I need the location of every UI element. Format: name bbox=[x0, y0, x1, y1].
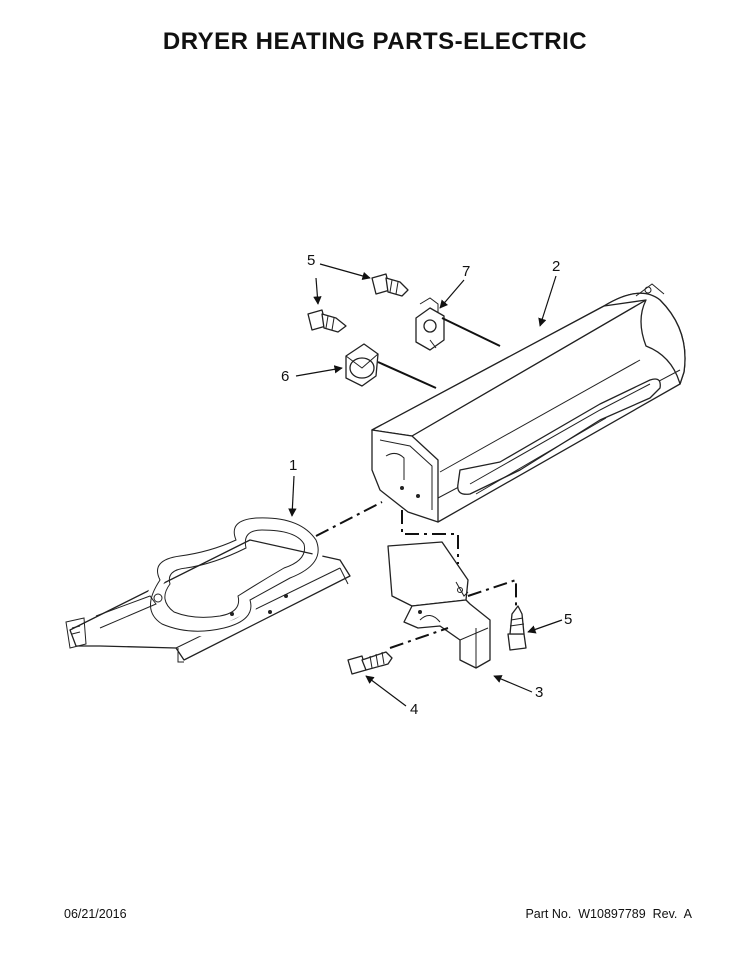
thermostat-part-6[interactable] bbox=[345, 343, 379, 387]
callout-1: 1 bbox=[289, 457, 297, 474]
screw-part-5-upper-b[interactable] bbox=[307, 309, 347, 333]
callout-4: 4 bbox=[410, 701, 418, 718]
thermal-fuse-part-7[interactable] bbox=[415, 297, 445, 351]
callout-6: 6 bbox=[281, 368, 289, 385]
heating-element-part-1[interactable] bbox=[65, 512, 351, 663]
footer-date: 06/21/2016 bbox=[64, 907, 127, 921]
callout-3: 3 bbox=[535, 684, 543, 701]
page-title: DRYER HEATING PARTS-ELECTRIC bbox=[162, 28, 588, 55]
screw-part-5-upper-a[interactable] bbox=[371, 273, 409, 297]
heater-duct-part-2[interactable] bbox=[371, 283, 686, 523]
bracket-part-3[interactable] bbox=[387, 541, 491, 669]
callout-5-upper: 5 bbox=[307, 252, 315, 269]
screw-part-4[interactable] bbox=[347, 651, 393, 675]
callout-7: 7 bbox=[462, 263, 470, 280]
screw-part-5-lower[interactable] bbox=[507, 605, 527, 651]
callout-2: 2 bbox=[552, 258, 560, 275]
footer-part-number: Part No. W10897789 Rev. A bbox=[525, 907, 692, 921]
callout-5-lower: 5 bbox=[564, 611, 572, 628]
